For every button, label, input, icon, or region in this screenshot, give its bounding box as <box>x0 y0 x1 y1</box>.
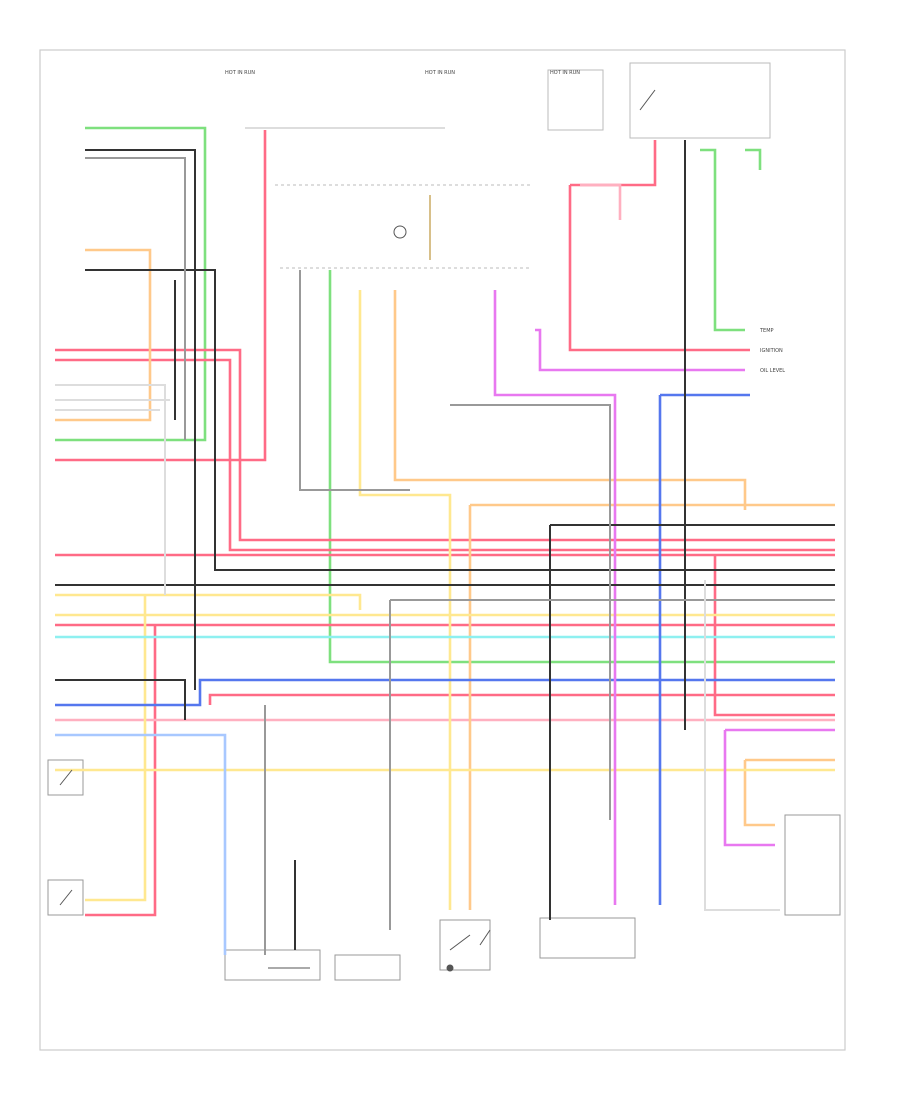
label-ignition: IGNITION <box>760 348 783 354</box>
wire-red-3 <box>55 358 835 552</box>
wire-yellow-5 <box>85 595 147 902</box>
wire-green-3 <box>700 148 745 332</box>
top-bus <box>245 62 771 269</box>
wire-orange-1 <box>55 248 152 422</box>
wire-violet-1 <box>493 290 617 905</box>
wire-green-4 <box>745 148 762 170</box>
wire-green-2 <box>328 270 835 664</box>
wire-black-2 <box>85 269 835 571</box>
label-temp: TEMP <box>759 328 774 334</box>
wire-black-1 <box>85 149 196 690</box>
diagram-border <box>39 49 846 1051</box>
wire-blue-1 <box>55 678 835 707</box>
fuse-label-1: HOT IN RUN <box>225 70 255 76</box>
component-boxes <box>47 759 841 981</box>
wire-black-5 <box>55 679 186 720</box>
wire-gray-1 <box>85 157 186 440</box>
connector-glyphs <box>59 89 656 972</box>
wire-red-7 <box>208 693 835 705</box>
wire-red-2 <box>55 348 835 542</box>
wire-violet-3 <box>723 730 775 847</box>
wire-yellow-2 <box>55 593 362 610</box>
wire-blue-4 <box>55 733 227 955</box>
label-oil-level: OIL LEVEL <box>760 368 785 374</box>
wire-lightgray-1 <box>55 384 166 595</box>
wire-red-6 <box>85 625 157 917</box>
wire-red-8 <box>568 185 750 352</box>
wire-green-1 <box>55 126 207 442</box>
wire-pink-1 <box>580 183 622 220</box>
wire-orange-6 <box>743 760 775 827</box>
wire-red-10 <box>713 555 835 717</box>
fuse-label-2: HOT IN RUN <box>425 70 455 76</box>
wire-orange-2 <box>393 290 747 510</box>
wire-runs <box>55 126 835 955</box>
wire-lightgray-4 <box>704 580 780 911</box>
wire-red-1 <box>55 130 267 462</box>
wire-red-9 <box>570 140 657 187</box>
wire-gray-2 <box>299 270 410 491</box>
wire-violet-2 <box>535 328 745 372</box>
fuse-label-3: HOT IN RUN <box>550 70 580 76</box>
wire-yellow-1 <box>358 290 452 910</box>
wire-gray-6 <box>450 404 611 820</box>
